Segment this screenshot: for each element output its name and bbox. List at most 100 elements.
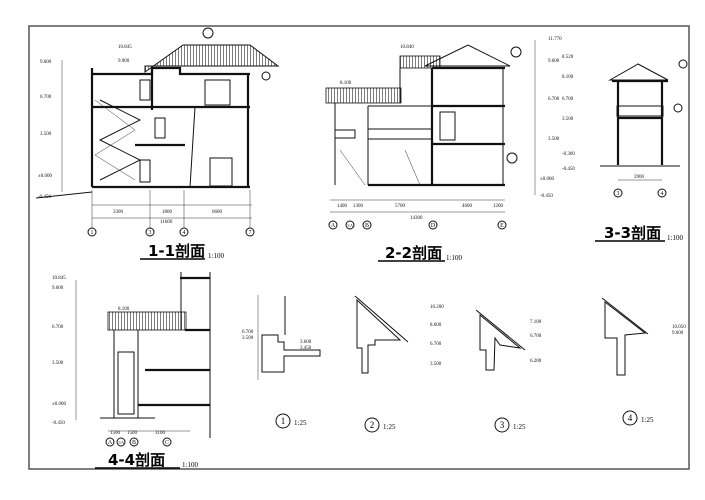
dimension-label: 4600 xyxy=(462,204,473,209)
section-1-1: 1 3 4 7 10.845 9.900 9.600 6.700 3.500 ±… xyxy=(35,27,280,260)
detail-scale: 1:25 xyxy=(383,423,396,431)
section-scale: 1:100 xyxy=(208,252,224,260)
elevation-label: 6.200 xyxy=(530,359,542,364)
elevation-label: 8.100 xyxy=(562,75,574,80)
axis-label: 7 xyxy=(249,230,252,236)
detail-scale: 1:25 xyxy=(294,419,307,427)
elevation-label: -0.450 xyxy=(38,195,51,200)
dimension-label: 1200 xyxy=(493,204,504,209)
elevation-label: 9.600 xyxy=(52,286,64,291)
elevation-label: 3.450 xyxy=(300,346,312,351)
dimension-label: 14300 xyxy=(410,216,423,221)
dimension-label: 1300 xyxy=(353,204,364,209)
elevation-label: 3.500 xyxy=(548,137,560,142)
detail-number: 1 xyxy=(281,416,286,426)
section-4-4: A 1/A B C 10.845 9.600 8.100 6.700 3.500… xyxy=(52,272,211,469)
elevation-label: 3.500 xyxy=(430,362,442,367)
elevation-label: 8.520 xyxy=(562,55,574,60)
dimension-label: 3300 xyxy=(113,210,124,215)
axis-label: 3 xyxy=(617,191,620,197)
section-title: 4-4剖面 xyxy=(108,451,165,469)
elevation-label: 3.500 xyxy=(40,132,52,137)
elevation-label: 6.700 xyxy=(52,325,64,330)
dimension-label: 1800 xyxy=(162,210,173,215)
section-3-3: 3 4 8.520 8.100 6.700 3.500 -0.300 -0.45… xyxy=(562,55,688,242)
elevation-label: 9.600 xyxy=(548,59,560,64)
axis-label: A xyxy=(108,440,113,446)
elevation-label: 7.100 xyxy=(530,320,542,325)
elevation-label: ±0.000 xyxy=(52,402,66,407)
dimension-label: 6600 xyxy=(212,210,223,215)
elevation-label: 6.700 xyxy=(40,95,52,100)
axis-label: 4 xyxy=(661,191,664,197)
dimension-label: 3900 xyxy=(634,175,645,180)
detail-number: 2 xyxy=(370,420,375,430)
roof xyxy=(325,87,402,104)
elevation-label: 3.500 xyxy=(562,117,574,122)
elevation-label: -0.450 xyxy=(540,194,553,199)
elevation-label: 10.050 xyxy=(672,325,686,330)
detail-1: 6.700 3.500 3.600 3.450 1 1:25 xyxy=(242,295,321,429)
detail-scale: 1:25 xyxy=(641,416,654,424)
elevation-label: ±0.000 xyxy=(38,174,52,179)
detail-2: 10.200 8.600 6.700 3.500 2 1:25 xyxy=(354,295,444,433)
elevation-label: 3.600 xyxy=(300,340,312,345)
elevation-label: 9.600 xyxy=(672,331,684,336)
detail-number: 3 xyxy=(500,420,505,430)
detail-4: 10.050 9.600 4 1:25 xyxy=(601,297,686,426)
roof xyxy=(399,55,441,69)
section-2-2: A 1/A B D E 10.840 8.100 11.770 9.600 6.… xyxy=(325,37,562,262)
elevation-label: 11.770 xyxy=(548,37,562,42)
elevation-label: ±0.000 xyxy=(540,177,554,182)
elevation-label: 6.700 xyxy=(530,334,542,339)
elevation-label: 8.100 xyxy=(340,81,352,86)
elevation-label: -0.450 xyxy=(52,421,65,426)
axis-label: 1 xyxy=(91,230,94,236)
elevation-label: 10.845 xyxy=(118,45,132,50)
dimension-label: 5700 xyxy=(395,204,406,209)
section-scale: 1:100 xyxy=(182,461,198,469)
section-title: 1-1剖面 xyxy=(148,242,205,260)
axis-label: A xyxy=(331,223,336,229)
elevation-label: 9.600 xyxy=(40,60,52,65)
section-scale: 1:100 xyxy=(667,234,683,242)
elevation-label: -0.300 xyxy=(562,152,575,157)
detail-scale: 1:25 xyxy=(513,423,526,431)
elevation-label: 6.700 xyxy=(562,97,574,102)
axis-label: 3 xyxy=(149,230,152,236)
axis-label: B xyxy=(132,440,136,446)
dimension-label: 1500 xyxy=(110,431,121,436)
roof xyxy=(144,44,280,73)
elevation-label: 6.700 xyxy=(430,342,442,347)
sheet-frame xyxy=(28,25,690,470)
section-title: 2-2剖面 xyxy=(385,244,442,262)
axis-label: E xyxy=(500,223,504,229)
detail-3: 7.100 6.700 6.200 3 1:25 xyxy=(475,309,542,433)
elevation-label: 8.100 xyxy=(118,307,130,312)
elevation-label: 10.845 xyxy=(52,276,66,281)
axis-label: D xyxy=(431,223,436,229)
elevation-label: 8.600 xyxy=(430,323,442,328)
dimension-label: 11600 xyxy=(160,220,173,225)
elevation-label: 10.840 xyxy=(400,45,414,50)
axis-label: 4 xyxy=(183,230,186,236)
elevation-label: 10.200 xyxy=(430,305,444,310)
section-title: 3-3剖面 xyxy=(604,224,661,242)
roof xyxy=(107,311,187,331)
axis-label: C xyxy=(165,440,169,446)
dimension-label: 1400 xyxy=(337,204,348,209)
elevation-label: -0.450 xyxy=(562,167,575,172)
elevation-label: 3.500 xyxy=(242,336,254,341)
axis-label: 1/A xyxy=(118,440,124,445)
dimension-label: 3100 xyxy=(155,431,166,436)
detail-number: 4 xyxy=(628,413,633,423)
dimension-label: 1500 xyxy=(127,431,138,436)
elevation-label: 3.500 xyxy=(52,361,64,366)
axis-label: 1/A xyxy=(347,223,353,228)
axis-label: B xyxy=(365,223,369,229)
elevation-label: 6.700 xyxy=(548,97,560,102)
section-scale: 1:100 xyxy=(446,254,462,262)
elevation-label: 9.900 xyxy=(118,59,130,64)
elevation-label: 6.700 xyxy=(242,330,254,335)
